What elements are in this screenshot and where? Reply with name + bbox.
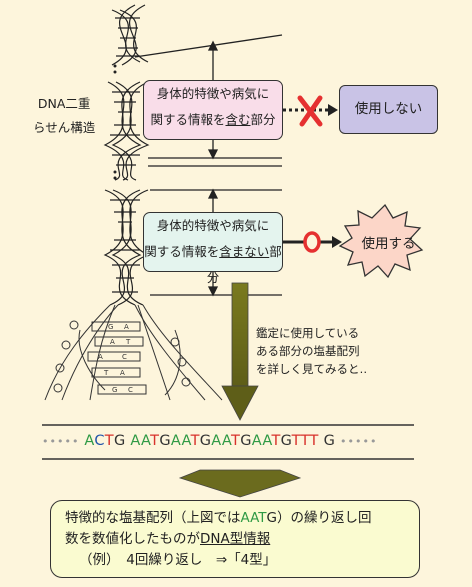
- summary-box: 特徴的な塩基配列（上図ではAATG）の繰り返し回 数を数値化したものがDNA型情…: [50, 500, 420, 578]
- base-letter: T: [291, 433, 301, 449]
- base-letter: T: [104, 433, 114, 449]
- contains-line2-pre: 関する情報を: [150, 112, 226, 127]
- dotted-arrow-icon: [283, 104, 338, 116]
- summary-line1: 特徴的な塩基配列（上図ではAATG）の繰り返し回: [65, 508, 405, 529]
- base-letter: A: [211, 433, 222, 449]
- summary-g: G: [266, 510, 278, 526]
- summary-line3: （例） 4回繰り返し ⇒「4型」: [79, 552, 277, 568]
- svg-text:C: C: [128, 386, 133, 394]
- svg-text:A: A: [110, 338, 115, 346]
- svg-text:A: A: [98, 353, 103, 361]
- svg-text:G: G: [112, 386, 117, 394]
- base-letter: G: [159, 433, 171, 449]
- base-letter: A: [221, 433, 232, 449]
- base-letter: A: [84, 433, 95, 449]
- svg-text:T: T: [125, 338, 131, 346]
- explanation-note: 鑑定に使用している ある部分の塩基配列 を詳しく見てみると‥: [256, 324, 367, 378]
- base-sequence: ••••• ACTG AATGAATGAATGAATGTTT G •••••: [42, 427, 414, 455]
- base-letter: T: [231, 433, 241, 449]
- contains-line2: 関する情報を含む部分: [144, 107, 282, 133]
- contains-line1: 身体的特徴や病気に: [156, 86, 270, 101]
- note-line1: 鑑定に使用している: [256, 326, 360, 340]
- summary-line2-a: 数を数値化したものが: [65, 531, 200, 547]
- circle-mark-icon: [303, 231, 321, 253]
- dna-label-line2: らせん構造: [33, 120, 96, 135]
- down-arrow-icon: [221, 282, 259, 421]
- not-contains-line1: 身体的特徴や病気に: [156, 218, 270, 233]
- summary-down-arrow-icon: [178, 469, 302, 498]
- note-line2: ある部分の塩基配列: [256, 344, 360, 358]
- base-letter: G: [240, 433, 252, 449]
- base-letter: T: [150, 433, 160, 449]
- base-letter: T: [300, 433, 310, 449]
- base-letter: G: [199, 433, 212, 449]
- use-label: 使用する: [361, 236, 416, 252]
- cross-mark-icon: [297, 95, 323, 127]
- not-contains-line2-pre: 関する情報を: [144, 244, 220, 259]
- base-letter: A: [181, 433, 191, 449]
- not-contains-line2: 関する情報を含まない部分: [144, 239, 282, 291]
- sequence-bases: ACTG AATGAATGAATGAATGTTT G: [84, 433, 335, 449]
- base-letter: T: [309, 433, 319, 449]
- base-letter: A: [251, 433, 263, 449]
- contains-emph: 含む: [225, 112, 251, 127]
- note-line3: を詳しく見てみると‥: [256, 362, 368, 376]
- svg-text:A: A: [120, 369, 125, 377]
- svg-text:G: G: [108, 323, 113, 331]
- burst-shape-icon: [338, 203, 424, 279]
- base-letter: C: [94, 433, 105, 449]
- dna-label-line1: DNA二重: [37, 96, 91, 111]
- base-letter: T: [190, 433, 200, 449]
- base-letter: G: [280, 433, 292, 449]
- summary-aat: AAT: [240, 510, 267, 526]
- contains-info-box: 身体的特徴や病気に 関する情報を含む部分: [143, 80, 283, 140]
- sequence-trailing-dots: •••••: [340, 435, 378, 448]
- sequence-leading-dots: •••••: [42, 435, 80, 448]
- base-letter: T: [271, 433, 281, 449]
- summary-line2: 数を数値化したものがDNA型情報: [65, 529, 405, 550]
- base-letter: A: [262, 433, 272, 449]
- dna-double-helix-label: DNA二重 らせん構造: [33, 92, 95, 140]
- summary-line1-a: 特徴的な塩基配列（上図では: [65, 510, 241, 526]
- not-contains-line2-post: 部分: [206, 244, 282, 285]
- base-letter: G: [113, 433, 126, 449]
- summary-line1-b: ）の繰り返し回: [277, 510, 372, 526]
- svg-text:T: T: [103, 369, 109, 377]
- not-contains-info-box: 身体的特徴や病気に 関する情報を含まない部分: [143, 212, 283, 285]
- summary-dna-type-info: DNA型情報: [200, 531, 271, 547]
- no-use-box: 使用しない: [339, 85, 438, 134]
- base-letter: G: [323, 433, 336, 449]
- svg-text:A: A: [124, 323, 129, 331]
- base-letter: A: [170, 433, 182, 449]
- base-letter: A: [130, 433, 142, 449]
- contains-line2-post: 部分: [250, 112, 276, 127]
- not-contains-emph: 含まない: [219, 244, 270, 259]
- base-letter: A: [141, 433, 151, 449]
- svg-text:C: C: [122, 353, 127, 361]
